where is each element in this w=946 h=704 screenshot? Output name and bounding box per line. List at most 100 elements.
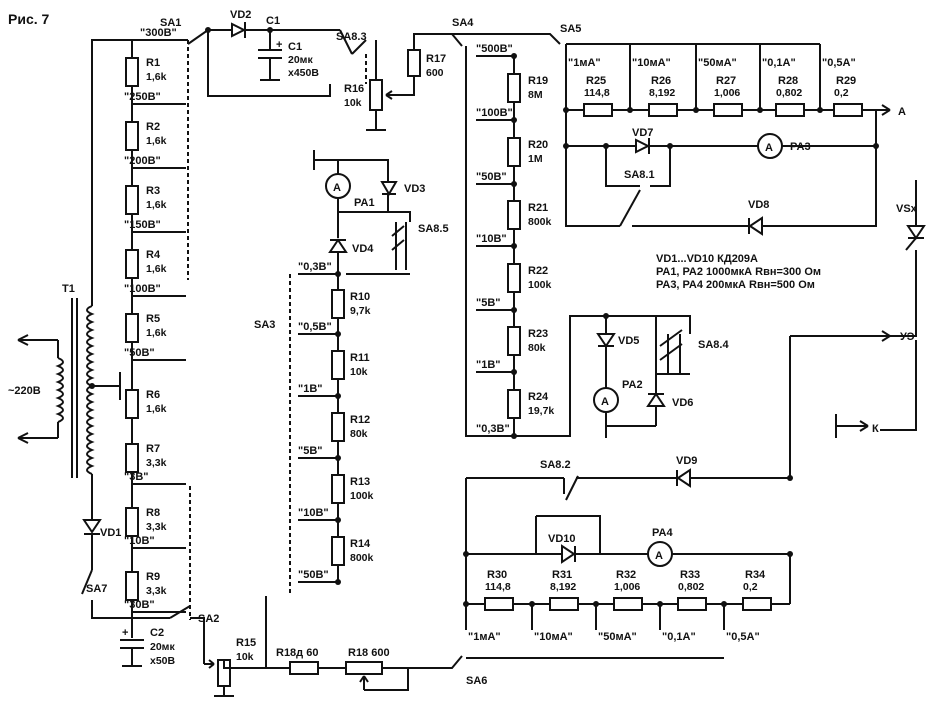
top-shunt-range-label: "0,5А" <box>822 57 856 69</box>
right-resistor <box>507 263 521 293</box>
svg-text:A: A <box>765 142 773 154</box>
svg-text:R16: R16 <box>344 83 364 95</box>
left-resistor-value: 3,3k <box>146 457 167 469</box>
transformer-section: ~220В T1 VD1 SA7 <box>8 39 170 619</box>
svg-text:A: A <box>601 396 609 408</box>
top-shunt-resistor <box>583 103 613 117</box>
left-resistor <box>125 389 139 419</box>
mid-resistor-value: 800k <box>350 552 374 564</box>
top-shunt-resistor-ref: R25 <box>586 75 606 87</box>
mid-resistor-ref: R10 <box>350 291 370 303</box>
right-resistor-ref: R23 <box>528 328 548 340</box>
svg-text:VD7: VD7 <box>632 127 653 139</box>
left-resistor <box>125 507 139 537</box>
svg-text:VD4: VD4 <box>352 243 374 255</box>
right-tap-label: "1В" <box>476 359 501 371</box>
svg-text:VD10: VD10 <box>548 533 576 545</box>
svg-text:К: К <box>872 423 879 435</box>
right-tap-label: "50В" <box>476 171 507 183</box>
top-shunt-resistor-value: 1,006 <box>714 87 740 99</box>
svg-text:SA1: SA1 <box>160 17 181 29</box>
left-resistor-ref: R6 <box>146 389 160 401</box>
svg-text:R15: R15 <box>236 637 256 649</box>
left-resistor-value: 3,3k <box>146 521 167 533</box>
bottom-shunt-range-label: "0,1А" <box>662 631 696 643</box>
left-resistor-ref: R5 <box>146 313 160 325</box>
left-tap-label: "200В" <box>124 155 161 167</box>
secondary-coil <box>86 305 95 475</box>
mid-resistor <box>331 289 345 319</box>
svg-text:УЭ: УЭ <box>900 331 915 343</box>
top-shunt-resistor-value: 114,8 <box>584 87 610 99</box>
svg-text:VD1...VD10 КД209А: VD1...VD10 КД209А <box>656 253 758 265</box>
left-tap-label: "50В" <box>124 347 155 359</box>
svg-text:SA8.2: SA8.2 <box>540 459 571 471</box>
top-shunt-range-label: "50мА" <box>698 57 737 69</box>
bottom-shunt-range-label: "1мА" <box>468 631 501 643</box>
svg-text:х450В: х450В <box>288 67 319 79</box>
bottom-shunt-resistor <box>677 597 707 611</box>
mid-tap-label: "50В" <box>298 569 329 581</box>
top-shunt-resistor-ref: R26 <box>651 75 671 87</box>
svg-text:А: А <box>898 106 906 118</box>
bottom-shunt-resistor-value: 0,2 <box>743 581 758 593</box>
bottom-shunt-resistor <box>549 597 579 611</box>
svg-text:SA8.1: SA8.1 <box>624 169 655 181</box>
top-shunt-resistor-ref: R29 <box>836 75 856 87</box>
svg-text:SA8.5: SA8.5 <box>418 223 449 235</box>
left-resistor-ref: R7 <box>146 443 160 455</box>
right-resistor-value: 800k <box>528 216 552 228</box>
left-resistor-value: 1,6k <box>146 71 167 83</box>
bottom-shunt-resistor-ref: R34 <box>745 569 766 581</box>
right-tap-label: "0,3В" <box>476 423 510 435</box>
bottom-shunt-resistor-value: 0,802 <box>678 581 704 593</box>
right-resistor <box>507 137 521 167</box>
left-resistor-value: 1,6k <box>146 135 167 147</box>
svg-text:A: A <box>333 182 341 194</box>
figure-title: Рис. 7 <box>8 11 50 27</box>
mid-resistor-ref: R13 <box>350 476 370 488</box>
left-resistor-value: 1,6k <box>146 327 167 339</box>
sa4-switch: SA4 <box>451 17 514 437</box>
svg-text:РА3, РА4 200мкА Rвн=500 Ом: РА3, РА4 200мкА Rвн=500 Ом <box>656 279 815 291</box>
vd1-diode: VD1 <box>82 519 121 539</box>
middle-divider-chain: "0,3В""0,5В""1В""5В""10В""50В"R109,7kR11… <box>298 261 374 585</box>
primary-coil <box>55 357 64 423</box>
right-resistor <box>507 389 521 419</box>
right-resistor-value: 80k <box>528 342 546 354</box>
top-shunt-resistor <box>713 103 743 117</box>
sa1-rectifier: SA1 VD2 + C1 C1 20мк х450В SA8.3 R16 10k <box>160 9 452 131</box>
bottom-shunt-resistor-ref: R30 <box>487 569 507 581</box>
bottom-shunt-resistor <box>613 597 643 611</box>
left-resistor-value: 1,6k <box>146 403 167 415</box>
svg-text:SA8.4: SA8.4 <box>698 339 729 351</box>
mid-tap-label: "5В" <box>298 445 323 457</box>
svg-text:х50В: х50В <box>150 655 176 667</box>
svg-text:C2: C2 <box>150 627 164 639</box>
left-tap-label: "250В" <box>124 91 161 103</box>
svg-text:+: + <box>122 627 128 639</box>
mid-tap-label: "0,3В" <box>298 261 332 273</box>
mid-resistor <box>331 412 345 442</box>
mid-resistor-value: 80k <box>350 428 368 440</box>
left-resistor <box>125 443 139 473</box>
pa1-meter-group: A PA1 VD3 VD4 SA8.5 <box>313 150 449 276</box>
svg-text:SA8.3: SA8.3 <box>336 31 367 43</box>
svg-text:20мк: 20мк <box>288 54 313 66</box>
left-resistor-value: 1,6k <box>146 199 167 211</box>
sa7-label: SA7 <box>86 583 107 595</box>
svg-text:SA6: SA6 <box>466 675 487 687</box>
svg-text:PA4: PA4 <box>652 527 673 539</box>
svg-text:VD2: VD2 <box>230 9 251 21</box>
bottom-shunt-resistor <box>484 597 514 611</box>
mid-resistor <box>331 536 345 566</box>
left-resistor-ref: R2 <box>146 121 160 133</box>
svg-text:10k: 10k <box>236 651 254 663</box>
right-resistor-ref: R22 <box>528 265 548 277</box>
svg-text:SA3: SA3 <box>254 319 275 331</box>
bottom-shunt-resistor-value: 8,192 <box>550 581 576 593</box>
svg-text:PA2: PA2 <box>622 379 643 391</box>
c2-capacitor: + C2 20мк х50В <box>120 618 176 667</box>
pa3-meter-group: VD7 A PA3 SA8.1 VD8 А <box>563 104 906 236</box>
